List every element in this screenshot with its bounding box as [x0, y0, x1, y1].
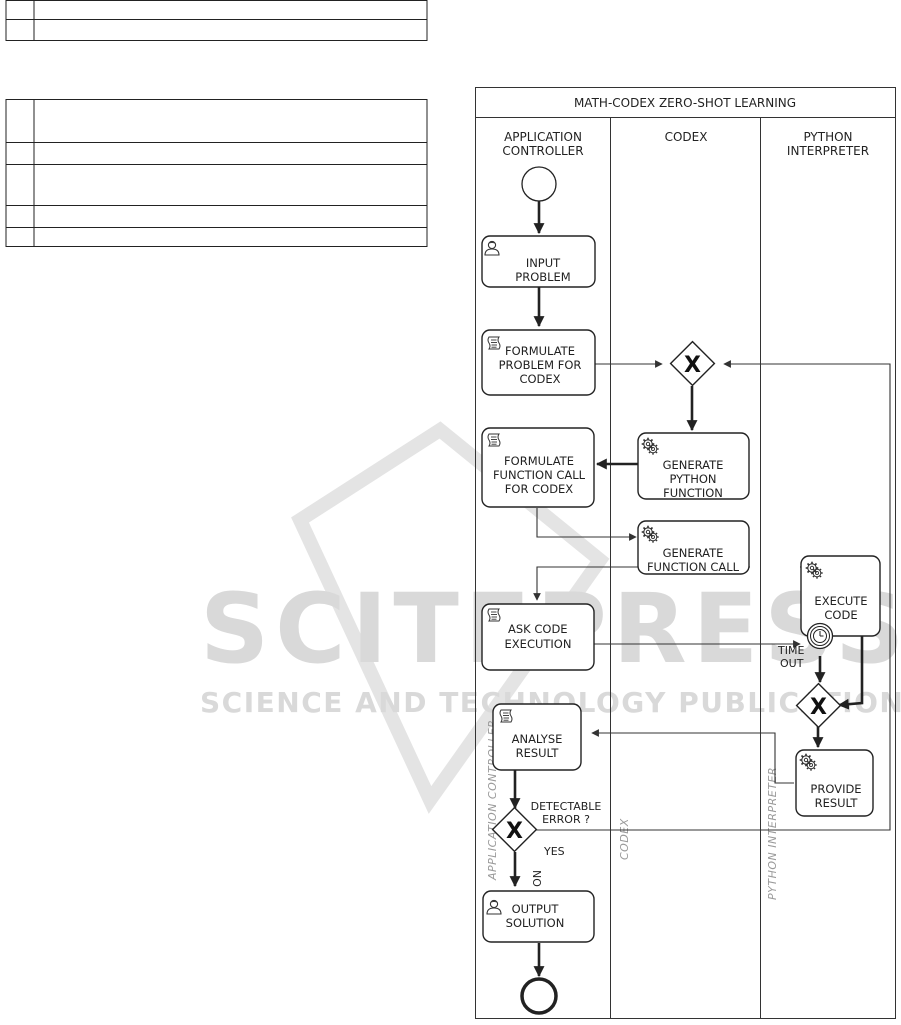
svg-text:FUNCTION CALL: FUNCTION CALL — [647, 560, 740, 574]
svg-text:EXECUTION: EXECUTION — [505, 637, 572, 651]
yes-label: YES — [543, 845, 565, 858]
timeout-label-line2: OUT — [780, 657, 804, 670]
svg-text:RESULT: RESULT — [516, 746, 560, 760]
gateway-execution-result: X — [795, 682, 842, 729]
svg-text:PROBLEM: PROBLEM — [515, 270, 570, 284]
task-generate-python-function: GENERATE PYTHON FUNCTION — [637, 432, 750, 500]
svg-text:X: X — [506, 819, 523, 844]
lane-header-app-line2: CONTROLLER — [502, 144, 583, 158]
pool-title: MATH-CODEX ZERO-SHOT LEARNING — [574, 96, 796, 110]
start-event — [521, 166, 557, 202]
lane-header-app-line1: APPLICATION — [504, 130, 582, 144]
sequence-flows — [509, 200, 864, 978]
svg-text:EXECUTE: EXECUTE — [814, 594, 867, 608]
svg-text:ASK CODE: ASK CODE — [508, 622, 568, 636]
detectable-error-line2: ERROR ? — [542, 813, 590, 826]
no-label: NO — [530, 870, 543, 887]
svg-text:FORMULATE: FORMULATE — [504, 454, 574, 468]
task-ask-code-execution: ASK CODE EXECUTION — [481, 603, 595, 671]
task-provide-result: PROVIDE RESULT — [795, 749, 874, 817]
pool: MATH-CODEX ZERO-SHOT LEARNING APPLICATIO… — [475, 87, 896, 1019]
svg-text:PROBLEM FOR: PROBLEM FOR — [499, 358, 582, 372]
gateway-detectable-error: X — [491, 806, 538, 853]
svg-text:INPUT: INPUT — [526, 256, 561, 270]
detectable-error-line1: DETECTABLE — [531, 800, 602, 813]
task-formulate-function-call: FORMULATE FUNCTION CALL FOR CODEX — [481, 427, 595, 508]
svg-text:CODE: CODE — [824, 608, 857, 622]
task-analyse-result: ANALYSE RESULT — [492, 703, 582, 771]
lane-vertical-label-codex: CODEX — [618, 818, 631, 860]
svg-text:GENERATE: GENERATE — [663, 458, 724, 472]
gateway-merge-codex: X — [669, 340, 716, 387]
task-generate-function-call: GENERATE FUNCTION CALL — [637, 520, 750, 575]
svg-text:PYTHON: PYTHON — [669, 472, 716, 486]
lane-header-python-line1: PYTHON — [803, 130, 852, 144]
svg-text:FORMULATE: FORMULATE — [505, 344, 575, 358]
task-output-solution: OUTPUT SOLUTION — [482, 890, 595, 943]
timeout-label-line1: TIME — [777, 644, 804, 657]
svg-text:RESULT: RESULT — [815, 796, 859, 810]
svg-text:PROVIDE: PROVIDE — [810, 782, 861, 796]
svg-text:FOR CODEX: FOR CODEX — [505, 482, 574, 496]
svg-text:X: X — [810, 695, 827, 720]
lane-vertical-label-python: PYTHON INTERPRETER — [766, 767, 779, 900]
svg-text:GENERATE: GENERATE — [663, 546, 724, 560]
svg-text:CODEX: CODEX — [519, 372, 560, 386]
svg-text:ANALYSE: ANALYSE — [512, 732, 563, 746]
svg-text:FUNCTION CALL: FUNCTION CALL — [493, 468, 586, 482]
task-execute-code: EXECUTE CODE — [800, 555, 881, 637]
lane-header-codex: CODEX — [665, 130, 708, 144]
end-event — [520, 977, 558, 1015]
task-input-problem: INPUT PROBLEM — [481, 235, 596, 288]
lane-header-python-line2: INTERPRETER — [787, 144, 869, 158]
timer-boundary-event — [806, 622, 834, 650]
svg-text:FUNCTION: FUNCTION — [663, 486, 723, 500]
svg-text:OUTPUT: OUTPUT — [512, 902, 560, 916]
task-formulate-problem: FORMULATE PROBLEM FOR CODEX — [481, 329, 596, 396]
svg-text:X: X — [684, 353, 701, 378]
svg-text:SOLUTION: SOLUTION — [506, 916, 565, 930]
left-page-tables — [5, 0, 428, 247]
